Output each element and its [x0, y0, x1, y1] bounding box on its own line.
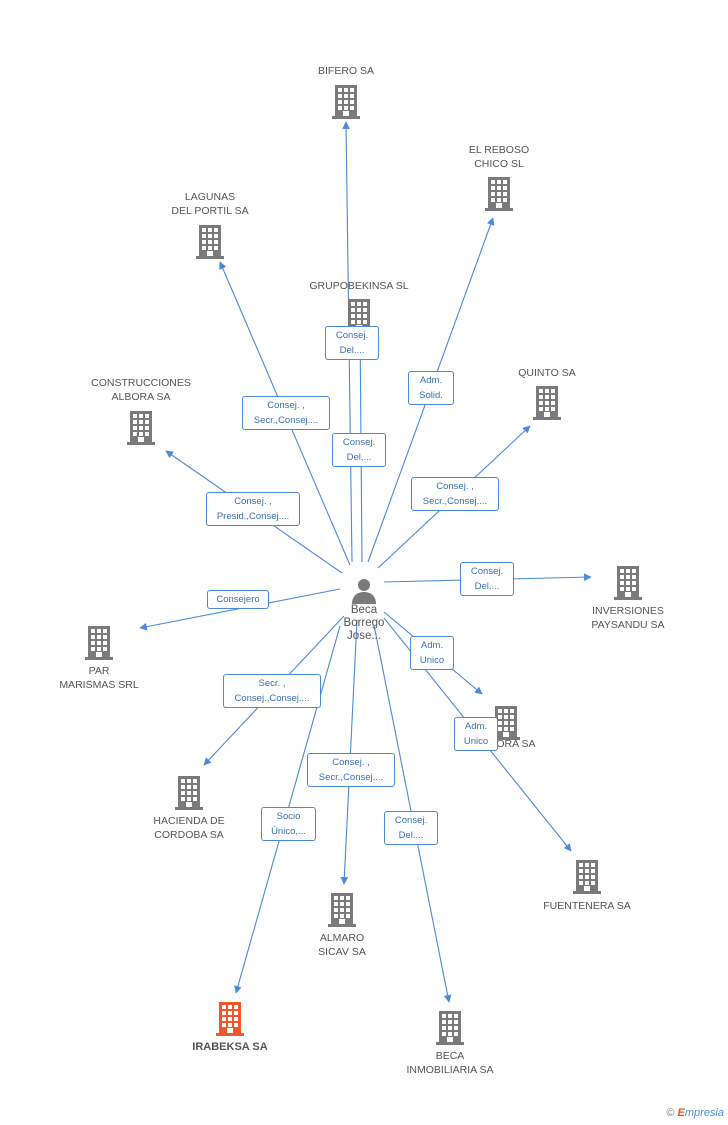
company-irabeksa[interactable]: IRABEKSA SA [180, 1002, 280, 1054]
company-bifero[interactable]: BIFERO SA [296, 64, 396, 119]
relation-label[interactable]: Consej. Del.... [332, 433, 386, 467]
company-name: EL REBOSO CHICO SL [468, 144, 530, 170]
relation-label[interactable]: Consej. Del.... [384, 811, 438, 845]
brand-logo-text: mpresia [684, 1107, 724, 1119]
building-icon [328, 893, 356, 927]
company-beca-inmobiliaria[interactable]: BECA INMOBILIARIA SA [394, 1011, 506, 1077]
company-inversiones[interactable]: INVERSIONES PAYSANDU SA [578, 566, 678, 632]
building-icon [573, 860, 601, 894]
company-name: ALMARO SICAV SA [318, 932, 366, 958]
company-name: PAR MARISMAS SRL [59, 665, 139, 691]
company-name: LAGUNAS DEL PORTIL SA [171, 191, 249, 217]
relation-label[interactable]: Consejero [207, 590, 269, 609]
company-lagunas[interactable]: LAGUNAS DEL PORTIL SA [150, 190, 270, 259]
building-icon [436, 1011, 464, 1045]
relation-label[interactable]: Consej. , Secr.,Consej.... [411, 477, 499, 511]
building-icon [332, 85, 360, 119]
company-par[interactable]: PAR MARISMAS SRL [49, 626, 149, 692]
company-name: BIFERO SA [317, 65, 374, 77]
person-icon [352, 579, 376, 604]
person-node[interactable]: Beca Borrego Jose... [324, 576, 404, 643]
building-icon [85, 626, 113, 660]
company-grupobekinsa[interactable]: GRUPOBEKINSA SL [296, 279, 422, 333]
relation-label[interactable]: Consej. , Presid.,Consej.... [206, 492, 300, 526]
company-fuentenera[interactable]: FUENTENERA SA [532, 860, 642, 913]
company-name: FUENTENERA SA [543, 900, 631, 912]
company-name: INVERSIONES PAYSANDU SA [591, 605, 665, 631]
company-el-reboso[interactable]: EL REBOSO CHICO SL [449, 143, 549, 211]
relation-label[interactable]: Consej. , Secr.,Consej.... [307, 753, 395, 787]
company-name: BECA INMOBILIARIA SA [406, 1050, 494, 1076]
person-name: Beca Borrego Jose... [343, 604, 385, 642]
company-name: QUINTO SA [518, 367, 576, 379]
company-name: IRABEKSA SA [192, 1041, 268, 1053]
company-hacienda[interactable]: HACIENDA DE CORDOBA SA [134, 776, 244, 842]
building-icon [196, 225, 224, 259]
relation-label[interactable]: Socio Único,... [261, 807, 316, 841]
company-quinto[interactable]: QUINTO SA [497, 366, 597, 420]
footer: © Empresia [666, 1107, 724, 1119]
company-construcciones[interactable]: CONSTRUCCIONES ALBORA SA [78, 376, 204, 445]
relation-label[interactable]: Adm. Unico [410, 636, 454, 670]
company-name: GRUPOBEKINSA SL [309, 280, 409, 292]
building-icon [485, 177, 513, 211]
building-icon [127, 411, 155, 445]
edge-almaro [340, 619, 358, 885]
relation-label[interactable]: Adm. Unico [454, 717, 498, 751]
relation-label[interactable]: Consej. , Secr.,Consej.... [242, 396, 330, 430]
building-icon [175, 776, 203, 810]
company-name: HACIENDA DE CORDOBA SA [153, 815, 225, 841]
brand-logo-letter: E [677, 1107, 685, 1119]
building-icon [614, 566, 642, 600]
building-icon [533, 386, 561, 420]
relation-label[interactable]: Secr. , Consej.,Consej.... [223, 674, 321, 708]
relation-label[interactable]: Consej. Del.... [460, 562, 514, 596]
company-name: CONSTRUCCIONES ALBORA SA [91, 377, 191, 403]
relation-label[interactable]: Adm. Solid. [408, 371, 454, 405]
building-icon [216, 1002, 244, 1036]
copyright-icon: © [666, 1107, 675, 1119]
relation-label[interactable]: Consej. Del.... [325, 326, 379, 360]
company-almaro[interactable]: ALMARO SICAV SA [292, 893, 392, 959]
